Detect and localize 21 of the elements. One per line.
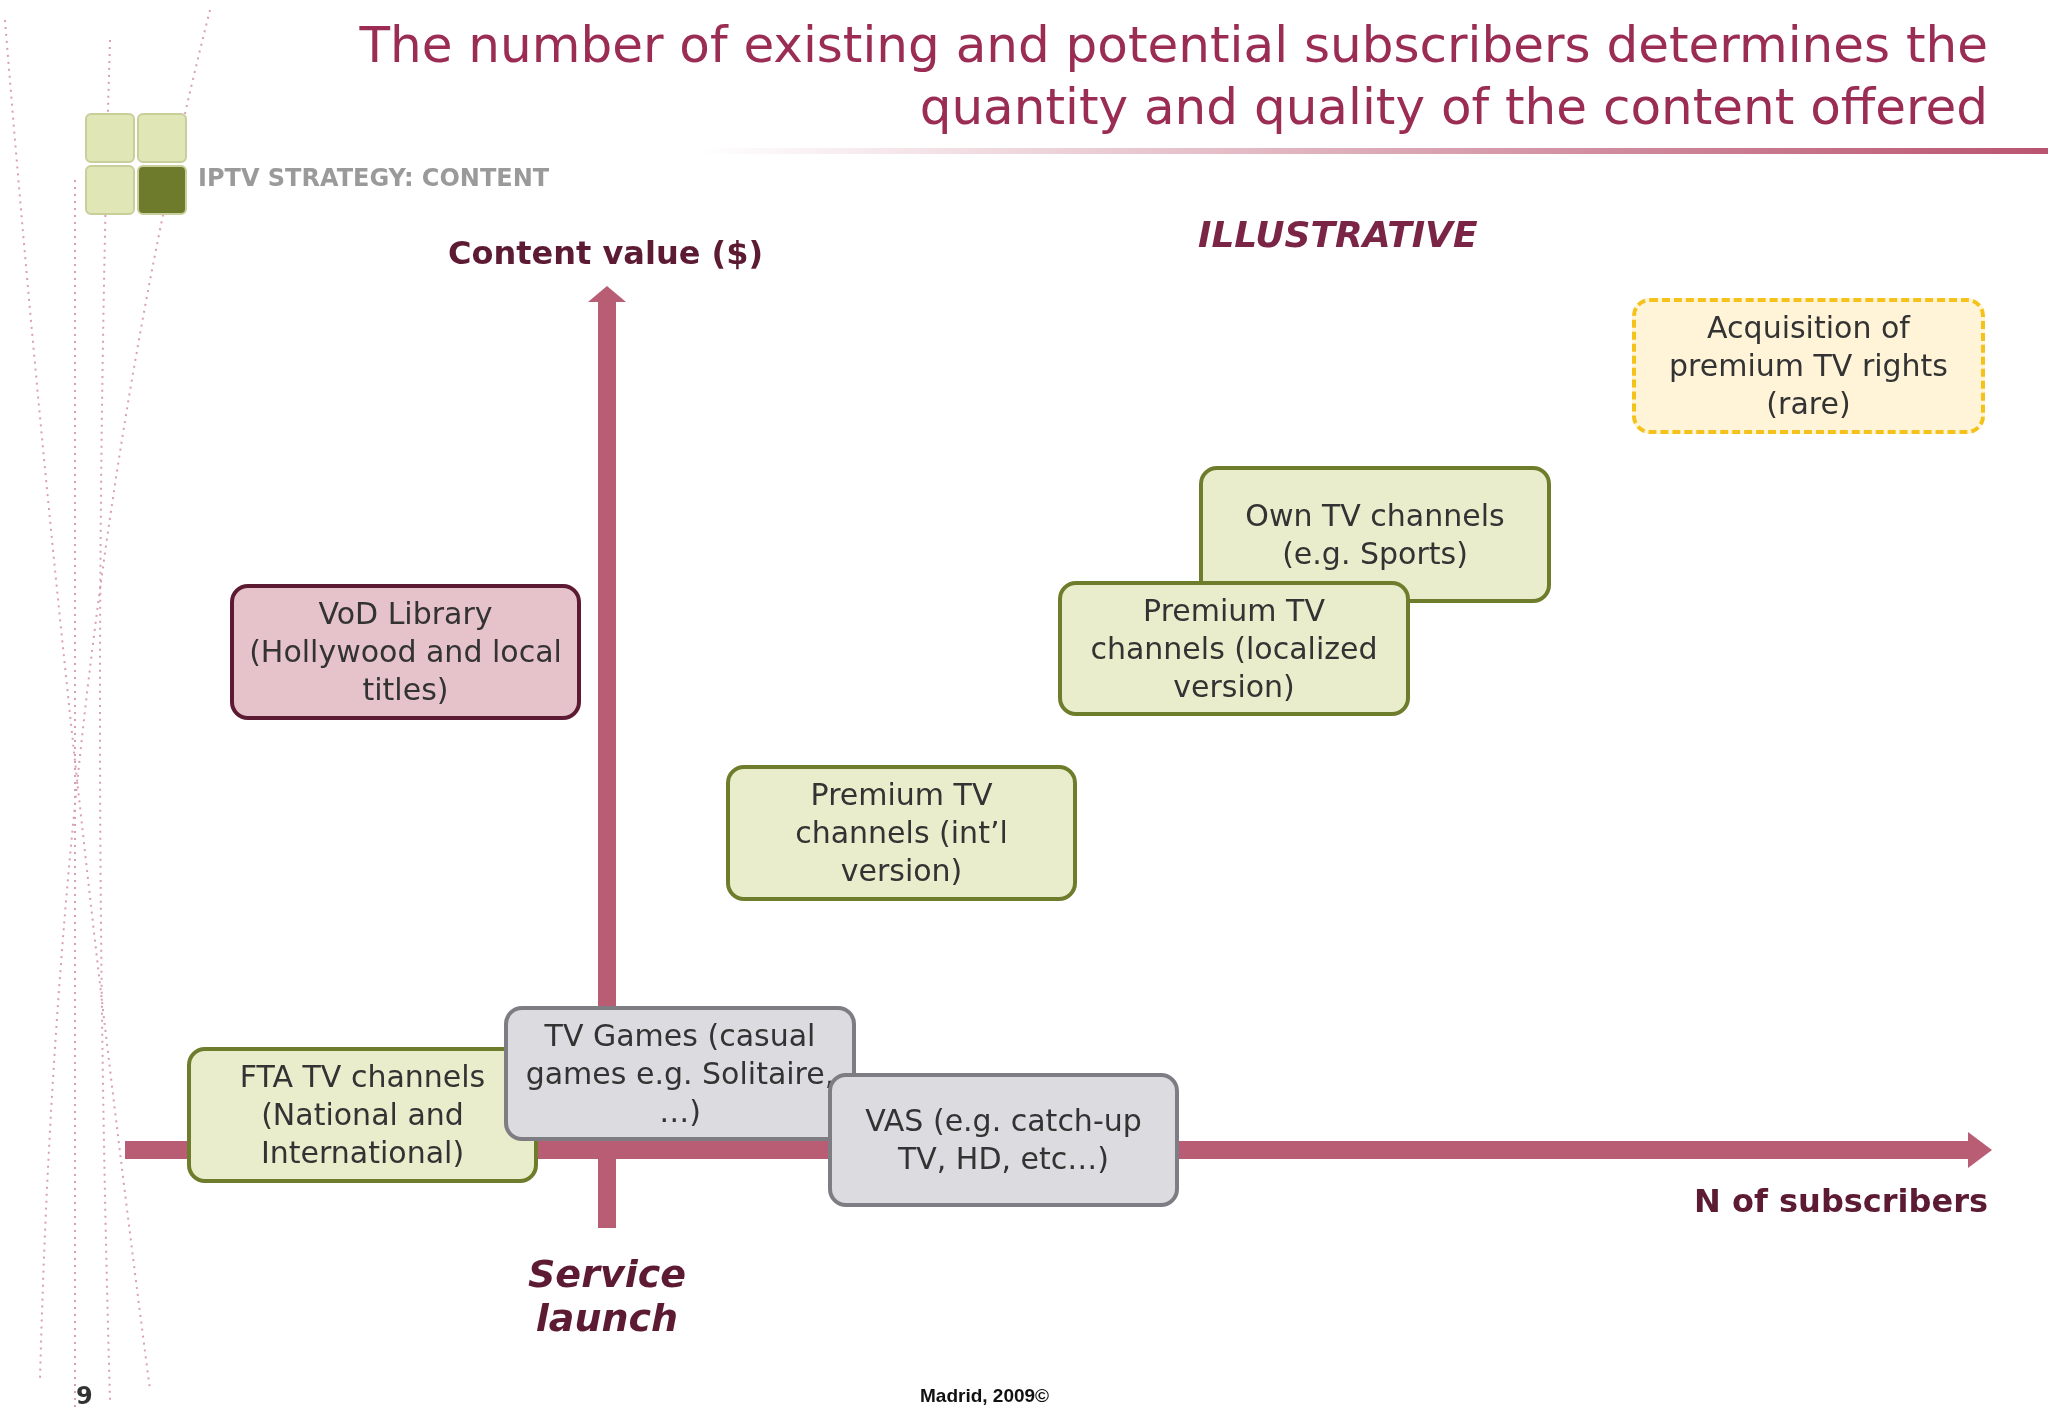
box-text: TV Games (casual games e.g. Solitaire, …) xyxy=(524,1016,836,1131)
axis-marker-label: Service launch xyxy=(527,1252,687,1340)
footer-text: Madrid, 2009© xyxy=(920,1385,1050,1407)
content-box xyxy=(504,1006,856,1141)
page-number: 9 xyxy=(76,1382,93,1410)
box-text: VAS (e.g. catch-up TV, HD, etc…) xyxy=(864,1102,1143,1178)
axis-label: Content value ($) xyxy=(448,234,764,272)
title: The number of existing and potential subscribers determines the quantity and quality of the content offered xyxy=(358,15,1988,138)
note: ILLUSTRATIVE xyxy=(1198,214,1478,255)
box-text: VoD Library (Hollywood and local titles) xyxy=(248,595,563,709)
box-text: Own TV channels (e.g. Sports) xyxy=(1244,496,1506,573)
content-box xyxy=(230,584,581,720)
box-text: Premium TV channels (localized version) xyxy=(1089,591,1379,706)
subtitle: IPTV STRATEGY: CONTENT xyxy=(198,164,550,192)
axis-label: N of subscribers xyxy=(1694,1182,1988,1220)
dashed-callout-box xyxy=(1632,298,1985,434)
content-box xyxy=(726,765,1077,901)
box-text: Premium TV channels (int’l version) xyxy=(794,776,1009,890)
box-text: FTA TV channels (National and International) xyxy=(238,1058,487,1172)
content-box xyxy=(1058,581,1410,716)
box-text: Acquisition of premium TV rights (rare) xyxy=(1668,309,1949,423)
